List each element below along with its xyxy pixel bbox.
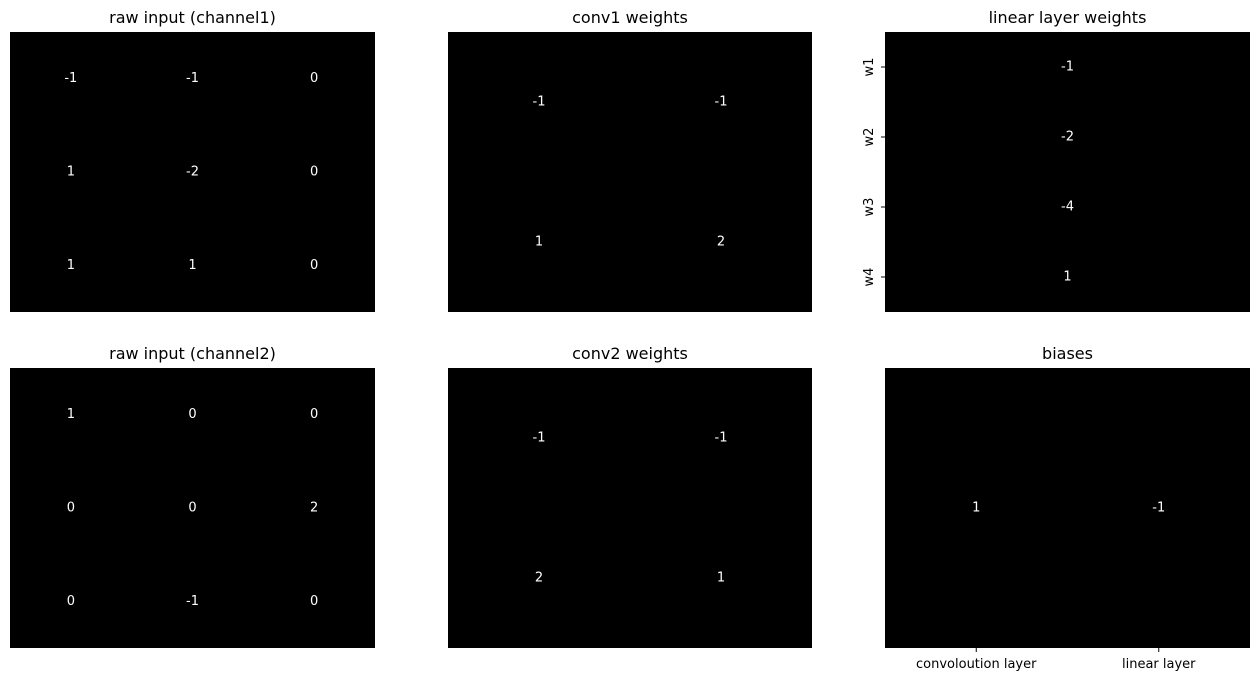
x-tick-label: linear layer bbox=[1122, 657, 1196, 672]
y-tick-label: w1 bbox=[862, 58, 877, 77]
heatmap-biases: biases 1 -1 convoloution layer linear layer bbox=[885, 344, 1250, 672]
heatmap-cell bbox=[253, 32, 375, 126]
cell-value-label: -2 bbox=[1061, 130, 1074, 145]
heatmap-cell bbox=[253, 368, 375, 462]
heatmap-title: raw input (channel2) bbox=[109, 344, 276, 363]
cell-value-label: -1 bbox=[186, 71, 199, 86]
cell-value-label: 0 bbox=[310, 594, 318, 609]
cell-value-label: -1 bbox=[715, 95, 728, 110]
cell-value-label: 2 bbox=[535, 571, 543, 586]
heatmap-linear-layer-weights: linear layer weights -1 -2 -4 1 w1 w2 w3 w4 bbox=[862, 8, 1250, 312]
cell-value-label: -1 bbox=[1152, 501, 1165, 516]
cell-value-label: 2 bbox=[310, 501, 318, 516]
cell-value-label: 0 bbox=[188, 407, 196, 422]
heatmap-cell bbox=[131, 368, 254, 462]
heatmap-cell bbox=[885, 32, 1250, 102]
heatmap-cell bbox=[885, 242, 1250, 312]
cell-value-label: 1 bbox=[717, 571, 725, 586]
heatmap-cell bbox=[448, 172, 630, 312]
cell-value-label: -1 bbox=[533, 431, 546, 446]
heatmap-cell bbox=[885, 368, 1068, 648]
heatmap-cell bbox=[630, 508, 812, 648]
cell-value-label: -1 bbox=[1061, 60, 1074, 75]
heatmap-title: conv2 weights bbox=[572, 344, 688, 363]
heatmap-title: conv1 weights bbox=[572, 8, 688, 27]
heatmap-cell bbox=[10, 218, 132, 312]
cell-value-label: 1 bbox=[1063, 270, 1071, 285]
heatmap-cell bbox=[885, 102, 1250, 172]
cell-value-label: -1 bbox=[64, 71, 77, 86]
heatmap-cell bbox=[131, 554, 254, 648]
cell-value-label: 1 bbox=[67, 407, 75, 422]
heatmap-cell bbox=[10, 461, 132, 555]
heatmap-cell bbox=[253, 461, 375, 555]
heatmap-cell bbox=[10, 125, 132, 219]
cell-value-label: 0 bbox=[310, 71, 318, 86]
heatmap-cell bbox=[253, 125, 375, 219]
cell-value-label: 1 bbox=[535, 235, 543, 250]
cell-value-label: 1 bbox=[972, 501, 980, 516]
x-tick-label: convoloution layer bbox=[916, 657, 1037, 672]
heatmap-cell bbox=[1067, 368, 1250, 648]
cell-value-label: 1 bbox=[67, 258, 75, 273]
heatmap-cell bbox=[10, 32, 132, 126]
heatmap-cell bbox=[448, 368, 630, 508]
cell-value-label: -4 bbox=[1061, 200, 1074, 215]
cell-value-label: 0 bbox=[67, 594, 75, 609]
heatmap-cell bbox=[10, 554, 132, 648]
heatmap-cell bbox=[10, 368, 132, 462]
heatmap-cell bbox=[131, 32, 254, 126]
heatmap-title: linear layer weights bbox=[989, 8, 1147, 27]
heatmap-cell bbox=[630, 32, 812, 172]
y-tick-label: w3 bbox=[862, 198, 877, 217]
cell-value-label: -1 bbox=[186, 594, 199, 609]
cell-value-label: 0 bbox=[310, 165, 318, 180]
cell-value-label: 0 bbox=[310, 258, 318, 273]
heatmap-title: biases bbox=[1042, 344, 1093, 363]
cell-value-label: -2 bbox=[186, 165, 199, 180]
cell-value-label: 1 bbox=[188, 258, 196, 273]
heatmap-cell bbox=[253, 554, 375, 648]
heatmap-conv2-weights: conv2 weights -1 -1 2 1 bbox=[448, 344, 812, 648]
heatmap-cell bbox=[131, 125, 254, 219]
cell-value-label: -1 bbox=[533, 95, 546, 110]
heatmap-cell bbox=[448, 508, 630, 648]
cell-value-label: 0 bbox=[310, 407, 318, 422]
heatmap-cell bbox=[131, 461, 254, 555]
heatmap-cell bbox=[630, 368, 812, 508]
cell-value-label: 0 bbox=[67, 501, 75, 516]
y-tick-label: w4 bbox=[862, 268, 877, 287]
cell-value-label: -1 bbox=[715, 431, 728, 446]
heatmap-cell bbox=[885, 172, 1250, 242]
heatmap-raw-input-channel1: raw input (channel1) -1 -1 0 1 -2 0 1 1 0 bbox=[10, 8, 375, 312]
heatmap-cell bbox=[448, 32, 630, 172]
heatmap-conv1-weights: conv1 weights -1 -1 1 2 bbox=[448, 8, 812, 312]
heatmap-raw-input-channel2: raw input (channel2) 1 0 0 0 0 2 0 -1 0 bbox=[10, 344, 375, 648]
heatmap-title: raw input (channel1) bbox=[109, 8, 276, 27]
heatmap-cell bbox=[131, 218, 254, 312]
cell-value-label: 1 bbox=[67, 165, 75, 180]
y-tick-label: w2 bbox=[862, 128, 877, 147]
cell-value-label: 2 bbox=[717, 235, 725, 250]
heatmap-cell bbox=[630, 172, 812, 312]
cell-value-label: 0 bbox=[188, 501, 196, 516]
heatmap-cell bbox=[253, 218, 375, 312]
